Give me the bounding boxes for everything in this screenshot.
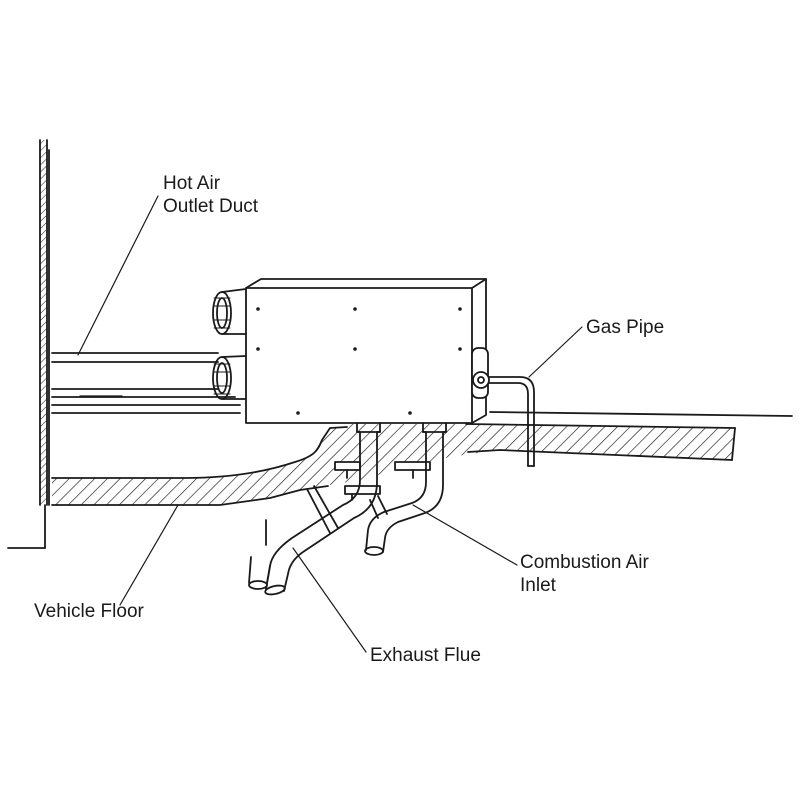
label-exhaust-flue: Exhaust Flue [370, 645, 481, 666]
leader-hot-air [77, 195, 159, 356]
leader-gas-pipe [528, 326, 583, 378]
leader-exhaust-flue [292, 547, 367, 653]
vehicle-floor-section [51, 411, 793, 506]
hot-air-outlet-duct [51, 352, 241, 414]
label-combustion-air-inlet: Combustion Air Inlet [520, 551, 649, 597]
leader-lines [77, 195, 583, 653]
vehicle-wall [7, 139, 50, 549]
label-hot-air-line2: Outlet Duct [163, 196, 259, 217]
leader-vehicle-floor [119, 504, 179, 606]
label-hot-air-outlet-duct: Hot Air Outlet Duct [163, 172, 258, 218]
label-gas-pipe: Gas Pipe [586, 317, 665, 338]
exhaust-flue-pipe [248, 444, 378, 596]
label-vehicle-floor: Vehicle Floor [34, 601, 144, 622]
heater-screws [256, 307, 462, 415]
leader-combustion [412, 504, 518, 566]
gas-pipe [488, 376, 535, 467]
duct-outlet-collars [212, 288, 247, 400]
heater-spigots [356, 422, 447, 446]
label-hot-air-line1: Hot Air [163, 173, 221, 194]
combustion-air-inlet-pipe [364, 444, 444, 556]
label-combustion-line2: Inlet [520, 575, 556, 596]
label-combustion-line1: Combustion Air [520, 552, 649, 573]
heater-box [245, 278, 490, 424]
